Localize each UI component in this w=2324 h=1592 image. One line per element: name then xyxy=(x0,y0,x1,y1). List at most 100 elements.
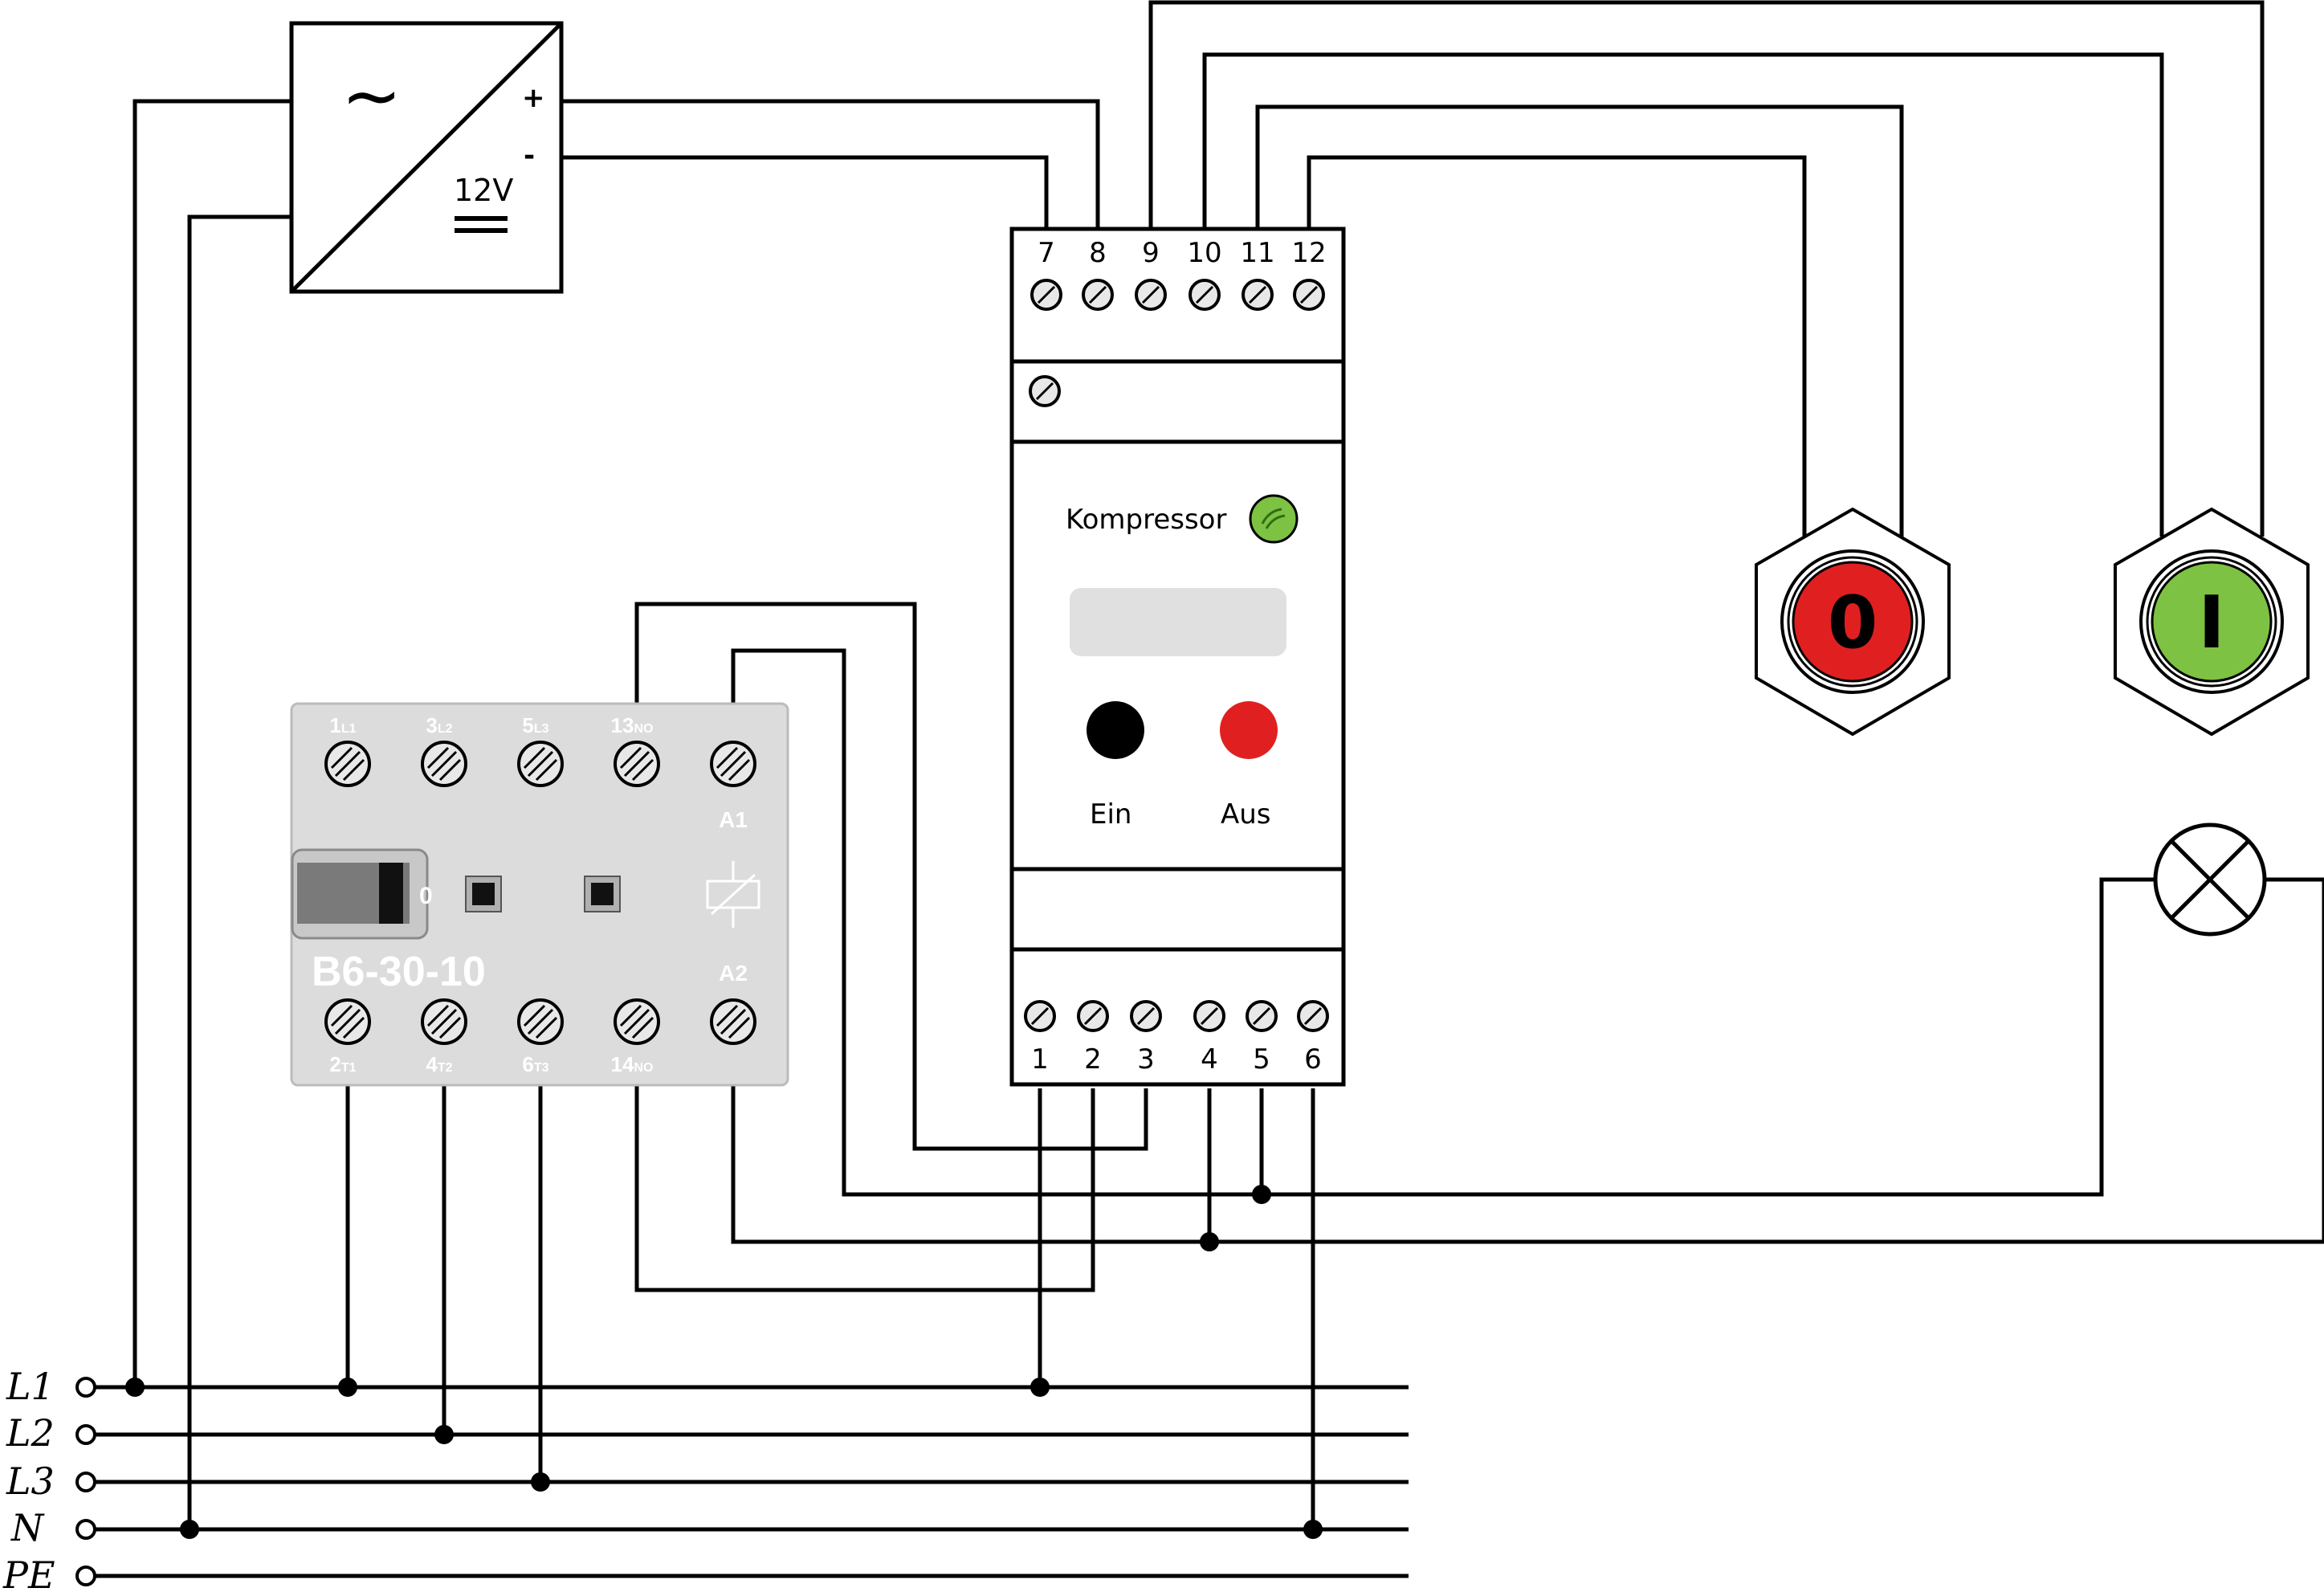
bus-line-l2: L2 xyxy=(6,1411,1409,1455)
controller-top-terminals: 7 8 9 10 11 12 xyxy=(1030,237,1327,311)
controller-body xyxy=(1009,227,1346,1087)
wire-n-psu xyxy=(187,214,292,1529)
junction-dots xyxy=(125,1185,1323,1539)
controller-terminal-label: 4 xyxy=(1201,1043,1218,1076)
contactor-terminal-1: 1L1 xyxy=(324,713,371,787)
wires xyxy=(133,0,2324,1529)
dc-symbol-icon xyxy=(455,216,508,233)
controller-screw-terminal xyxy=(1029,375,1061,407)
junction-dot xyxy=(1200,1232,1219,1251)
plus-label: + xyxy=(522,82,545,114)
controller-status-led xyxy=(1249,494,1299,544)
junction-dot xyxy=(434,1425,454,1444)
indicator-lamp-icon xyxy=(2153,823,2267,937)
wire-psu-minus-t7 xyxy=(561,155,1049,265)
contactor-terminal-14: 14NO xyxy=(611,998,660,1076)
controller-terminal-label: 2 xyxy=(1084,1043,1102,1076)
junction-dot xyxy=(531,1472,550,1492)
controller-name: Kompressor xyxy=(1066,504,1226,536)
contactor-terminal-label: 5L3 xyxy=(522,713,548,737)
aus-label: Aus xyxy=(1221,798,1271,831)
bus-line-l1: L1 xyxy=(6,1365,1409,1408)
bus-line-l3: L3 xyxy=(6,1459,1409,1503)
contactor-terminal-a1: A1 xyxy=(710,741,756,832)
bus-label-n: N xyxy=(10,1506,45,1549)
controller-terminal-11: 11 xyxy=(1240,237,1275,311)
controller-terminal-8: 8 xyxy=(1082,237,1114,311)
controller-terminal-3: 3 xyxy=(1130,1000,1162,1076)
controller-terminal-10: 10 xyxy=(1187,237,1222,311)
contactor-terminal-13: 13NO xyxy=(611,713,660,787)
controller-bottom-terminals: 1 2 3 4 5 6 xyxy=(1024,1000,1329,1076)
ein-label: Ein xyxy=(1090,798,1131,831)
controller-terminal-label: 8 xyxy=(1089,237,1107,269)
junction-dot xyxy=(125,1378,145,1397)
ac-symbol: ~ xyxy=(341,54,402,138)
bus-label-l1: L1 xyxy=(6,1365,55,1408)
wire-t5-lamp xyxy=(1262,877,2155,1197)
on-button-face[interactable] xyxy=(2151,561,2273,683)
contactor-terminal-label: A2 xyxy=(719,961,748,986)
wire-14no-t2 xyxy=(634,1022,1095,1292)
wire-psu-plus-t8 xyxy=(561,99,1100,265)
bus-terminal-pe xyxy=(75,1565,96,1586)
wire-t9-on-button xyxy=(1148,0,2265,537)
controller-terminal-label: 12 xyxy=(1291,237,1326,269)
wire-l1-psu xyxy=(133,99,292,1387)
contactor-terminal-2: 2T1 xyxy=(324,998,371,1076)
bus-terminal-l3 xyxy=(75,1472,96,1492)
bus-terminal-l1 xyxy=(75,1377,96,1398)
contactor-terminal-label: 2T1 xyxy=(329,1052,356,1076)
switch-position-label: 0 xyxy=(419,883,433,909)
wire-lamp-a2 xyxy=(731,877,2324,1244)
wire-t12-off-button xyxy=(1307,155,1807,537)
wire-t11-off-button xyxy=(1255,104,1904,537)
aus-button[interactable] xyxy=(1220,701,1278,759)
voltage-label: 12V xyxy=(454,173,513,208)
bus-line-n: N xyxy=(10,1506,1409,1549)
controller-terminal-label: 9 xyxy=(1142,237,1160,269)
junction-dot xyxy=(1252,1185,1271,1204)
controller-terminal-label: 3 xyxy=(1137,1043,1155,1076)
junction-dot xyxy=(338,1378,357,1397)
bus-label-pe: PE xyxy=(2,1553,55,1592)
contactor-terminal-a2: A2 xyxy=(710,961,756,1045)
controller-terminal-label: 6 xyxy=(1304,1043,1322,1076)
controller-terminal-label: 1 xyxy=(1031,1043,1049,1076)
contactor-model: B6-30-10 xyxy=(312,949,486,995)
off-button-face[interactable] xyxy=(1792,561,1914,683)
controller-terminal-label: 5 xyxy=(1253,1043,1270,1076)
controller-terminal-1: 1 xyxy=(1024,1000,1056,1076)
junction-dot xyxy=(1303,1520,1323,1539)
wire-13no-t3 xyxy=(634,602,1148,1151)
bus-line-pe: PE xyxy=(2,1553,1409,1592)
controller-terminal-label: 10 xyxy=(1187,237,1221,269)
contactor-terminal-5: 5L3 xyxy=(517,713,564,787)
controller-terminal-4: 4 xyxy=(1193,1000,1225,1076)
contactor-terminal-label: A1 xyxy=(719,807,748,832)
controller-terminal-9: 9 xyxy=(1135,237,1167,311)
bus-label-l2: L2 xyxy=(6,1411,55,1455)
junction-dot xyxy=(180,1520,199,1539)
power-supply-diagonal xyxy=(290,22,563,293)
controller-terminal-12: 12 xyxy=(1291,237,1327,311)
controller-display xyxy=(1070,588,1286,656)
contactor-switch[interactable]: 0 xyxy=(291,848,433,940)
controller-terminal-5: 5 xyxy=(1246,1000,1278,1076)
off-button-symbol: 0 xyxy=(1828,581,1878,665)
on-pushbutton[interactable]: I xyxy=(2114,507,2310,737)
power-supply: ~ + - 12V xyxy=(289,21,564,294)
on-button-symbol: I xyxy=(2198,581,2225,665)
ein-button[interactable] xyxy=(1087,701,1144,759)
off-pushbutton[interactable]: 0 xyxy=(1755,507,1951,737)
contactor-indicator-right xyxy=(584,876,621,912)
bus-lines: L1 L2 L3 N PE xyxy=(2,1365,1409,1592)
wire-t10-on-button xyxy=(1202,52,2164,537)
controller-terminal-label: 7 xyxy=(1038,237,1055,269)
bus-terminal-l2 xyxy=(75,1424,96,1445)
